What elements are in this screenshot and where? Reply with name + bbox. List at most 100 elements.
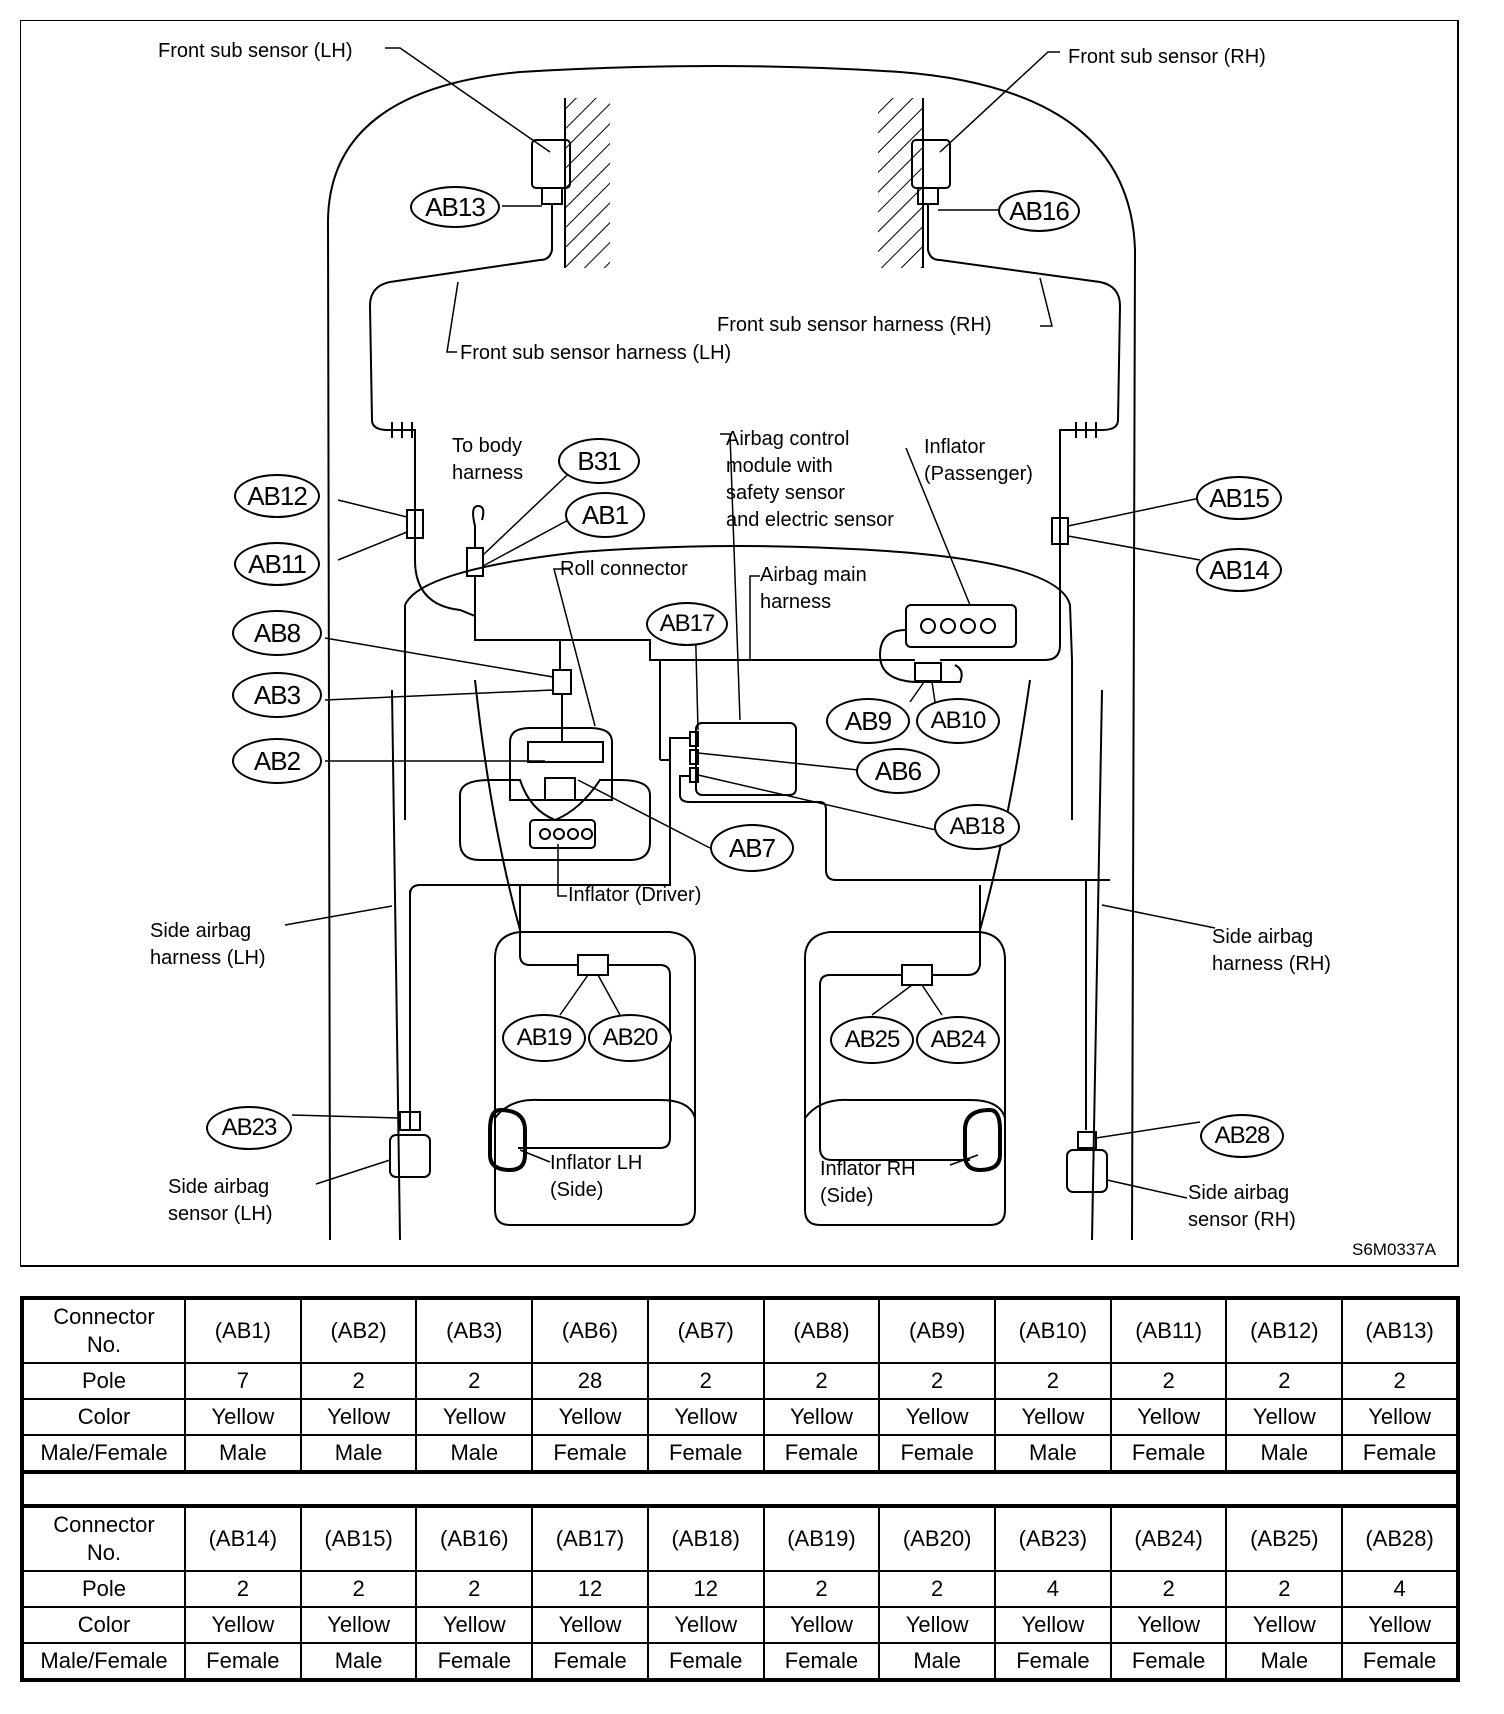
label-front-sub-harness-lh: Front sub sensor harness (LH): [460, 342, 732, 364]
seat-lh: [494, 931, 696, 1226]
table-cell-pole: 4: [994, 1570, 1112, 1608]
connector-ab8: AB8: [232, 610, 322, 656]
table-cell-color: Yellow: [184, 1606, 302, 1644]
table-cell-connector-no: (AB18): [646, 1505, 765, 1572]
label-inflator-lh-side: Inflator LH (Side): [550, 1152, 643, 1201]
table-cell-pole: 2: [415, 1570, 534, 1608]
table-cell-connector-no: (AB10): [994, 1297, 1112, 1364]
table-cell-male-female: Male: [299, 1434, 418, 1473]
connector-table-1: Connector No.(AB1)(AB2)(AB3)(AB6)(AB7)(A…: [20, 1296, 1460, 1474]
table-cell-male-female: Female: [415, 1642, 534, 1681]
table-cell-connector-no: (AB3): [415, 1297, 534, 1364]
table-cell-color: Yellow: [415, 1398, 534, 1436]
label-side-airbag-sensor-rh: Side airbag sensor (RH): [1188, 1182, 1296, 1231]
table-cell-connector-no: (AB25): [1225, 1505, 1344, 1572]
row-header-male-female: Male/Female: [21, 1434, 186, 1473]
diagram-border: [20, 20, 1459, 1267]
label-roll-connector: Roll connector: [560, 558, 688, 580]
table-cell-male-female: Female: [1341, 1642, 1459, 1681]
table-cell-color: Yellow: [531, 1606, 649, 1644]
connector-b31: B31: [558, 438, 640, 484]
table-cell-color: Yellow: [415, 1606, 534, 1644]
table-cell-color: Yellow: [1109, 1398, 1228, 1436]
table-cell-connector-no: (AB15): [299, 1505, 418, 1572]
label-inflator-rh-side: Inflator RH (Side): [820, 1158, 916, 1207]
connector-ab16: AB16: [998, 190, 1080, 232]
table-cell-connector-no: (AB13): [1341, 1297, 1459, 1364]
table-cell-pole: 2: [1109, 1362, 1228, 1400]
row-header-pole: Pole: [21, 1570, 186, 1608]
connector-ab20: AB20: [588, 1014, 672, 1062]
connector-ab6: AB6: [856, 748, 940, 794]
side-sensor-lh-shape: [389, 1134, 431, 1178]
table-cell-pole: 12: [531, 1570, 649, 1608]
table-cell-color: Yellow: [1225, 1398, 1344, 1436]
table-cell-male-female: Female: [762, 1642, 881, 1681]
label-side-airbag-sensor-lh: Side airbag sensor (LH): [168, 1176, 273, 1225]
table-cell-color: Yellow: [762, 1606, 881, 1644]
inflator-passenger-shape: [905, 604, 1017, 648]
table-cell-color: Yellow: [1225, 1606, 1344, 1644]
table-cell-pole: 2: [299, 1570, 418, 1608]
label-front-sub-harness-rh: Front sub sensor harness (RH): [717, 314, 992, 336]
acm-shape: [695, 722, 797, 796]
table-cell-connector-no: (AB23): [994, 1505, 1112, 1572]
table-cell-male-female: Female: [184, 1642, 302, 1681]
table-cell-pole: 2: [184, 1570, 302, 1608]
table-cell-connector-no: (AB17): [531, 1505, 649, 1572]
table-cell-male-female: Female: [878, 1434, 997, 1473]
table-cell-color: Yellow: [1109, 1606, 1228, 1644]
row-header-male-female: Male/Female: [21, 1642, 186, 1681]
label-airbag-main-harness: Airbag main harness: [760, 564, 867, 613]
table-cell-male-female: Male: [299, 1642, 418, 1681]
connector-ab25: AB25: [830, 1016, 914, 1064]
table-cell-connector-no: (AB6): [531, 1297, 649, 1364]
figure-code: S6M0337A: [1352, 1240, 1437, 1259]
label-inflator-passenger: Inflator (Passenger): [924, 436, 1033, 485]
connector-ab19: AB19: [502, 1014, 586, 1062]
table-cell-color: Yellow: [762, 1398, 881, 1436]
label-airbag-control-module: Airbag control module with safety sensor…: [726, 428, 894, 531]
table-cell-color: Yellow: [1341, 1398, 1459, 1436]
connector-ab15: AB15: [1196, 476, 1282, 520]
connector-ab9: AB9: [826, 698, 910, 744]
table-cell-connector-no: (AB20): [878, 1505, 997, 1572]
table-cell-pole: 12: [646, 1570, 765, 1608]
table-cell-pole: 2: [415, 1362, 534, 1400]
table-cell-pole: 2: [1341, 1362, 1459, 1400]
table-cell-male-female: Male: [1225, 1434, 1344, 1473]
vehicle-body-outline: [326, 65, 1137, 1241]
connector-ab12: AB12: [234, 474, 320, 518]
side-sensor-rh-shape: [1066, 1149, 1108, 1193]
table-cell-color: Yellow: [299, 1398, 418, 1436]
connector-ab23: AB23: [206, 1106, 292, 1150]
table-cell-pole: 2: [878, 1362, 997, 1400]
table-cell-color: Yellow: [646, 1398, 765, 1436]
table-cell-connector-no: (AB16): [415, 1505, 534, 1572]
table-cell-pole: 2: [1225, 1570, 1344, 1608]
row-header-color: Color: [21, 1398, 186, 1436]
table-cell-male-female: Female: [531, 1434, 649, 1473]
connector-ab24: AB24: [916, 1016, 1000, 1064]
fender-hatch-lh: [565, 98, 610, 268]
table-cell-male-female: Female: [994, 1642, 1112, 1681]
table-cell-color: Yellow: [299, 1606, 418, 1644]
connector-ab18: AB18: [934, 804, 1020, 850]
table-cell-male-female: Male: [184, 1434, 302, 1473]
ab9-ab10-connector: [914, 662, 942, 682]
table-gap: [20, 1470, 1460, 1504]
diagram-drawing: [20, 20, 1459, 1267]
table-cell-pole: 28: [531, 1362, 649, 1400]
table-cell-pole: 7: [184, 1362, 302, 1400]
table-cell-connector-no: (AB9): [878, 1297, 997, 1364]
table-cell-pole: 4: [1341, 1570, 1459, 1608]
label-front-sub-sensor-rh: Front sub sensor (RH): [1068, 46, 1266, 68]
table-cell-pole: 2: [762, 1570, 881, 1608]
table-cell-male-female: Female: [1109, 1434, 1228, 1473]
fender-hatch-rh: [878, 98, 923, 268]
